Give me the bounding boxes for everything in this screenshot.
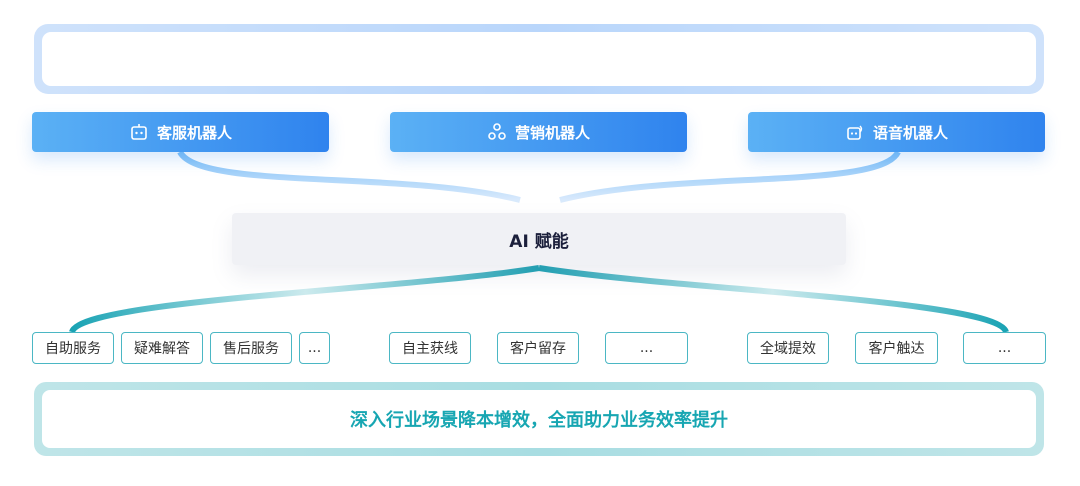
tag-label: ... [997,340,1012,356]
robot-customer-service: 客服机器人 [32,112,329,152]
tag-efficiency: 全域提效 [747,332,829,364]
tag-label: 客户留存 [510,341,566,357]
tag-customer-reach: 客户触达 [855,332,938,364]
robot-marketing: 营销机器人 [390,112,687,152]
marketing-icon [487,122,507,142]
tag-label: ... [639,340,654,356]
connector-left [177,150,521,203]
robot-label: 客服机器人 [156,123,232,142]
tag-label: 全域提效 [760,341,816,357]
robot-voice: 语音机器人 [748,112,1045,152]
tag-after-sales: 售后服务 [210,332,292,364]
tag-lead-acquisition: 自主获线 [389,332,471,364]
bottom-inner: 深入行业场景降本增效，全面助力业务效率提升 [42,390,1036,448]
robot-label: 营销机器人 [514,123,590,142]
robot-icon [129,122,149,142]
tag-troubleshooting: 疑难解答 [121,332,203,364]
connector-right [559,150,901,203]
robot-label: 语音机器人 [872,123,948,142]
tag-label: 自主获线 [402,341,458,357]
voice-robot-icon [845,122,865,142]
tag-more: ... [963,332,1046,364]
tag-label: ... [307,340,322,356]
tag-more: ... [299,332,330,364]
tag-self-service: 自助服务 [32,332,114,364]
top-banner [34,24,1044,94]
tag-label: 疑难解答 [134,341,190,357]
ai-label: AI 赋能 [509,231,569,252]
tag-more: ... [605,332,688,364]
connector-bottom-left [69,265,540,334]
tag-label: 自助服务 [45,341,101,357]
bottom-banner: 深入行业场景降本增效，全面助力业务效率提升 [34,382,1044,456]
ai-empowerment-box: AI 赋能 [232,213,846,265]
top-banner-inner [42,32,1036,86]
connector-bottom-right [538,265,1009,334]
tag-label: 客户触达 [868,341,925,357]
tag-retention: 客户留存 [497,332,579,364]
tag-label: 售后服务 [223,341,279,357]
bottom-slogan: 深入行业场景降本增效，全面助力业务效率提升 [350,410,728,431]
